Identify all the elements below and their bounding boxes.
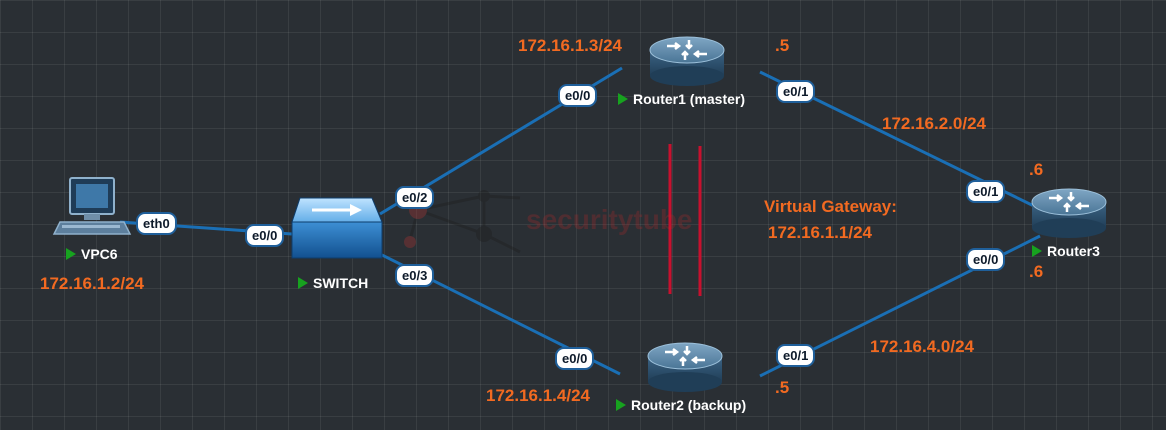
status-running-icon (618, 93, 628, 105)
watermark-text: securitytube (526, 204, 693, 235)
status-running-icon (616, 399, 626, 411)
router2-name: Router2 (backup) (631, 397, 747, 413)
port-switch-e03[interactable]: e0/3 (395, 264, 435, 287)
switch-name: SWITCH (313, 275, 369, 291)
router1-suffix: .5 (775, 36, 790, 55)
port-router3-e00[interactable]: e0/0 (966, 248, 1006, 271)
router2-suffix: .5 (775, 378, 790, 397)
port-router1-e01[interactable]: e0/1 (776, 80, 816, 103)
virtual-gateway-ip: 172.16.1.1/24 (768, 223, 872, 242)
port-router2-e00[interactable]: e0/0 (555, 347, 595, 370)
status-running-icon (66, 248, 76, 260)
router2-ip: 172.16.1.4/24 (486, 386, 590, 405)
port-router2-e01[interactable]: e0/1 (776, 344, 816, 367)
router3-label: Router3 (1032, 243, 1100, 259)
port-router3-e01[interactable]: e0/1 (966, 180, 1006, 203)
vpc-name: VPC6 (81, 246, 118, 262)
router2-label: Router2 (backup) (616, 397, 746, 413)
status-running-icon (1032, 245, 1042, 257)
port-switch-e00[interactable]: e0/0 (245, 224, 285, 247)
status-running-icon (298, 277, 308, 289)
router3-suffix-top: .6 (1029, 160, 1044, 179)
virtual-gateway-title: Virtual Gateway: (764, 197, 897, 216)
router3-name: Router3 (1047, 243, 1100, 259)
vpc-label: VPC6 (66, 246, 118, 262)
port-router1-e00[interactable]: e0/0 (558, 84, 598, 107)
network-top: 172.16.2.0/24 (882, 114, 986, 133)
router1-ip: 172.16.1.3/24 (518, 36, 622, 55)
port-vpc-eth0[interactable]: eth0 (136, 212, 177, 235)
router1-name: Router1 (master) (633, 91, 746, 107)
switch-label: SWITCH (298, 275, 368, 291)
network-bottom: 172.16.4.0/24 (870, 337, 974, 356)
vpc-ip: 172.16.1.2/24 (40, 274, 144, 293)
router3-suffix-bottom: .6 (1029, 262, 1044, 281)
port-switch-e02[interactable]: e0/2 (395, 186, 435, 209)
router1-label: Router1 (master) (618, 91, 745, 107)
